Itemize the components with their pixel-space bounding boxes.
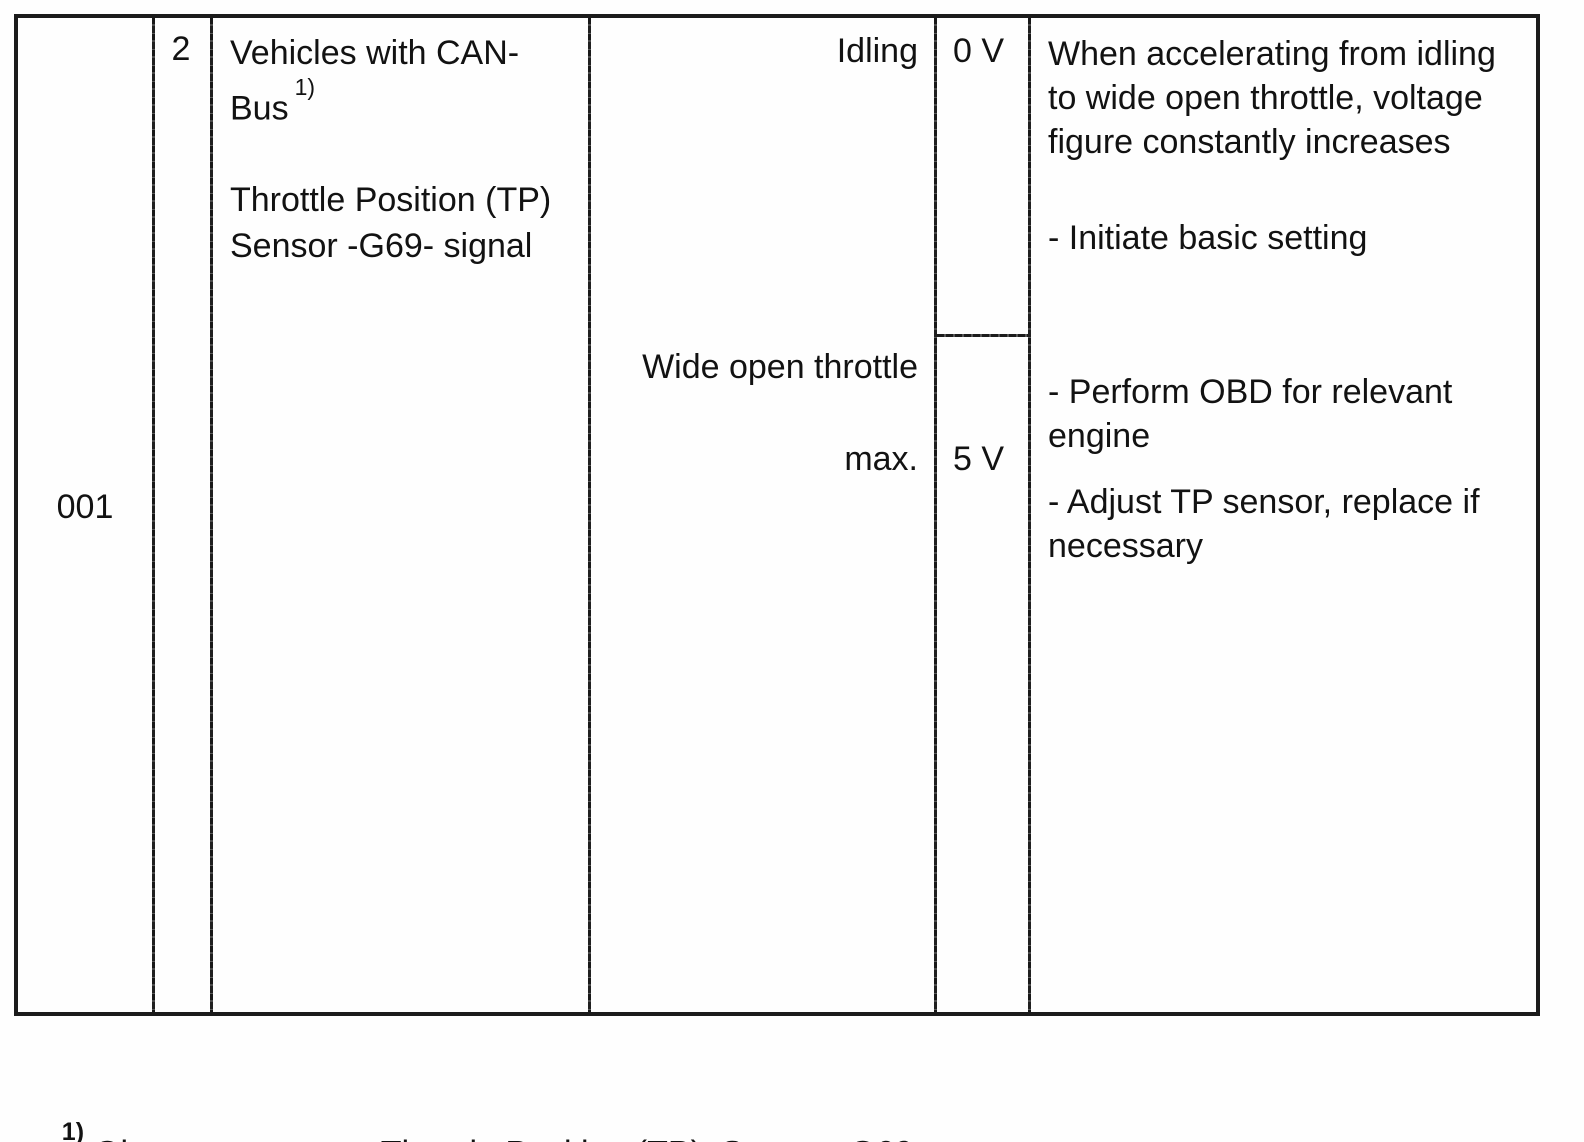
description-blank-line	[230, 131, 582, 177]
specified-value-cell: 0 V 5 V	[937, 18, 1028, 1012]
condition-max-label: max.	[844, 440, 918, 478]
action-3-line-1: - Adjust TP sensor, replace if	[1048, 483, 1480, 521]
operating-condition-cell: Idling Wide open throttle max.	[588, 18, 934, 1012]
display-group-number: 001	[56, 488, 114, 526]
value-idling-voltage: 0 V	[953, 32, 1005, 70]
action-1-line-1: - Initiate basic setting	[1048, 219, 1368, 257]
display-group-cell: 001	[18, 488, 152, 527]
column-divider-1	[152, 18, 155, 1012]
action-2-line-2: engine	[1048, 417, 1151, 455]
actions-intro-line-3: figure constantly increases	[1048, 123, 1451, 161]
description-line-2: Bus1)	[230, 74, 582, 131]
action-2-line-1: - Perform OBD for relevant	[1048, 373, 1453, 411]
action-perform-obd: - Perform OBD for relevant engine	[1048, 370, 1452, 458]
diagnostic-spec-table: 001 2 Vehicles with CAN- Bus1) Throttle …	[14, 14, 1540, 1016]
description-line-1: Vehicles with CAN-	[230, 34, 520, 72]
display-zone-number: 2	[171, 30, 191, 68]
condition-idling: Idling	[836, 32, 918, 70]
column-divider-4	[934, 18, 937, 1012]
actions-intro-paragraph: When accelerating from idling to wide op…	[1048, 32, 1496, 164]
value-max-voltage: 5 V	[953, 440, 1005, 478]
action-adjust-tp-sensor: - Adjust TP sensor, replace if necessary	[1048, 480, 1480, 568]
description-line-3: Throttle Position (TP)	[230, 181, 552, 220]
action-initiate-basic-setting: - Initiate basic setting	[1048, 216, 1367, 260]
footnote-reference-superscript: 1)	[294, 74, 316, 100]
action-3-line-2: necessary	[1048, 527, 1203, 565]
column-divider-2	[210, 18, 213, 1012]
spec-value-cell-divider	[937, 334, 1028, 337]
footnote-number: 1)	[61, 1118, 85, 1142]
display-zone-cell: 2	[152, 30, 210, 69]
column-divider-5	[1028, 18, 1031, 1012]
page-footnote: 1) Observe notes on Throttle Position (TP…	[24, 1078, 925, 1142]
corrective-actions-cell: When accelerating from idling to wide op…	[1048, 18, 1534, 1012]
description-line-2-text: Bus	[230, 89, 289, 128]
condition-wide-open-throttle: Wide open throttle	[642, 348, 918, 386]
description-line-4: Sensor -G69- signal	[230, 227, 533, 266]
column-divider-3	[588, 18, 591, 1012]
description-cell: Vehicles with CAN- Bus1) Throttle Positi…	[230, 30, 582, 269]
actions-intro-line-1: When accelerating from idling	[1048, 35, 1496, 73]
actions-intro-line-2: to wide open throttle, voltage	[1048, 79, 1483, 117]
footnote-text: Observe notes on Throttle Position (TP) …	[94, 1134, 925, 1142]
